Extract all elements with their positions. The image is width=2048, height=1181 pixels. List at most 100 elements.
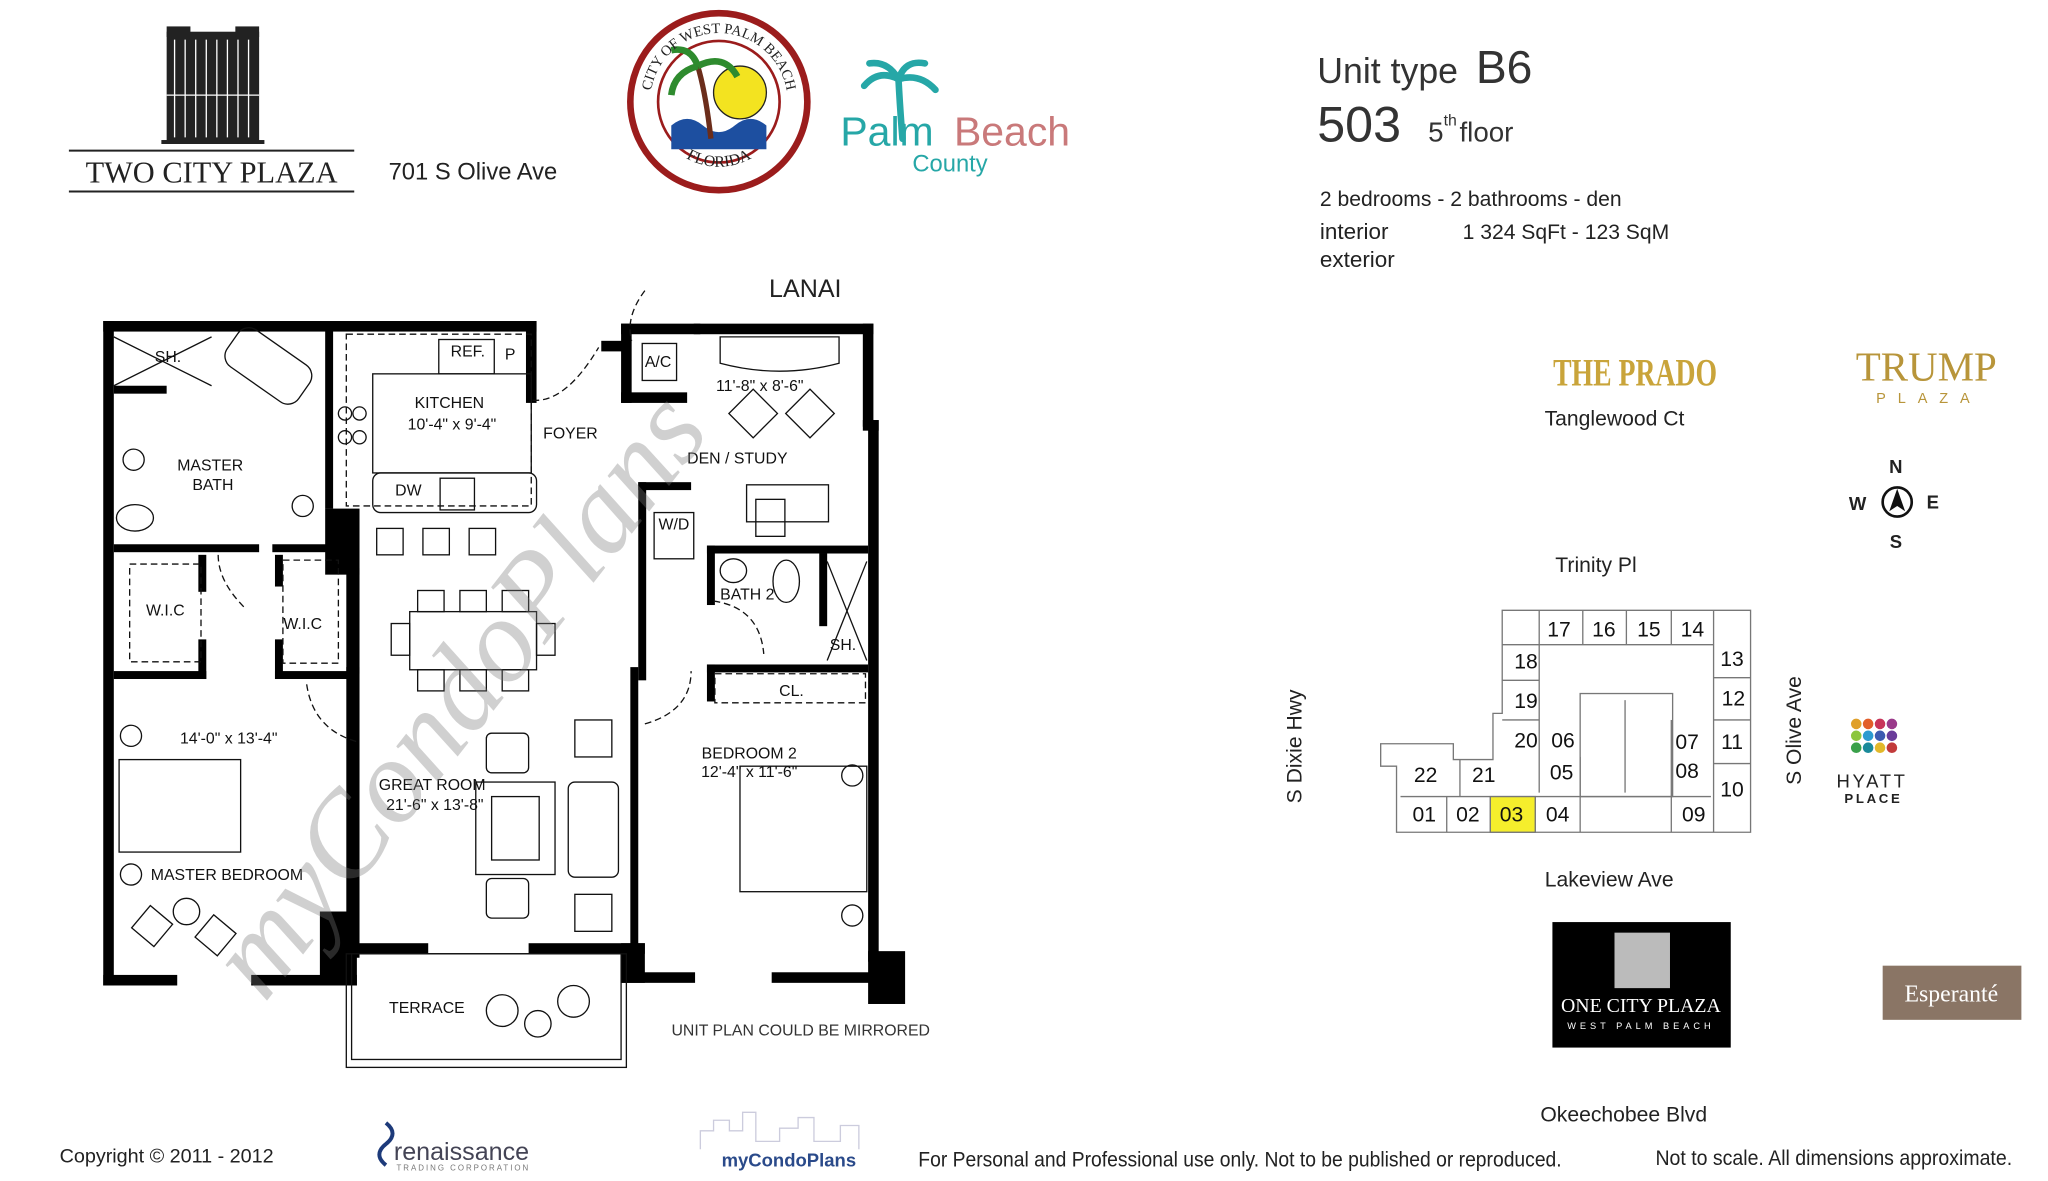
- master-bath-label-1: MASTER: [177, 457, 243, 474]
- kitchen-dimensions: 10'-4" x 9'-4": [408, 416, 497, 433]
- mycondoplans-text: myCondoPlans: [722, 1149, 857, 1170]
- interior-label: interior: [1320, 219, 1389, 244]
- dishwasher-label: DW: [395, 482, 421, 499]
- tanglewood-label: Tanglewood Ct: [1545, 407, 1685, 430]
- bath-2-shower-label: SH.: [830, 637, 856, 654]
- unit-number-highlighted: 03: [1500, 804, 1524, 827]
- unit-number: 17: [1547, 619, 1571, 642]
- terrace-label: TERRACE: [389, 1000, 465, 1017]
- hyatt-dots-icon: [1850, 718, 1898, 753]
- walk-in-closet-2-label: W.I.C: [283, 616, 322, 633]
- hyatt-sub: PLACE: [1844, 791, 1902, 806]
- unit-floor-plan: LANAI: [103, 275, 930, 1069]
- unit-number: 11: [1721, 731, 1743, 754]
- great-room-label: GREAT ROOM: [379, 777, 486, 794]
- renaissance-text: renaissance: [394, 1138, 529, 1166]
- hyatt-place-logo: HYATT PLACE: [1837, 718, 1908, 806]
- unit-number: 05: [1550, 761, 1574, 784]
- building-outline: [1380, 609, 1752, 833]
- one-city-plaza-logo: ONE CITY PLAZA WEST PALM BEACH: [1552, 922, 1731, 1048]
- building-address: 701 S Olive Ave: [389, 159, 558, 186]
- one-city-plaza-sub: WEST PALM BEACH: [1567, 1021, 1714, 1031]
- compass-icon: N S E W: [1849, 456, 1939, 552]
- mirrored-note: UNIT PLAN COULD BE MIRRORED: [671, 1023, 930, 1040]
- city-of-west-palm-beach-seal: CITY OF WEST PALM BEACH FLORIDA: [627, 9, 811, 194]
- unit-number: 22: [1414, 764, 1438, 787]
- county-logo-beach: Beach: [954, 108, 1070, 154]
- bedroom-2-dimensions: 12'-4" x 11'-6": [701, 764, 797, 781]
- tower-icon: [161, 26, 265, 144]
- compass-n: N: [1889, 456, 1902, 477]
- palm-beach-county-logo: Palm Beach County: [840, 59, 1070, 178]
- master-bedroom-label: MASTER BEDROOM: [151, 867, 303, 884]
- bath-2-label: BATH 2: [720, 587, 774, 604]
- street-west: S Dixie Hwy: [1283, 689, 1306, 803]
- highlighted-unit-03: [1489, 795, 1536, 833]
- esperante-logo: Esperanté: [1882, 965, 2022, 1020]
- disclaimer: For Personal and Professional use only. …: [918, 1148, 1561, 1171]
- unit-number: 21: [1472, 764, 1496, 787]
- floor-word: floor: [1459, 116, 1513, 147]
- trump-logo-sub: PLAZA: [1876, 391, 1981, 407]
- svg-text:Unit type B6: Unit type B6: [1317, 41, 1532, 93]
- compass-e: E: [1927, 492, 1939, 513]
- pantry-label: P: [505, 346, 516, 363]
- unit-type-value: B6: [1476, 41, 1533, 93]
- unit-number: 20: [1514, 730, 1538, 753]
- unit-number: 16: [1592, 619, 1616, 642]
- street-east: S Olive Ave: [1783, 676, 1806, 785]
- closet-label: CL.: [779, 683, 804, 700]
- foyer-label: FOYER: [543, 426, 598, 443]
- unit-number: 10: [1720, 779, 1744, 802]
- renaissance-logo: renaissance TRADING CORPORATION: [377, 1121, 531, 1172]
- unit-summary: 2 bedrooms - 2 bathrooms - den: [1320, 188, 1622, 211]
- street-north: Trinity Pl: [1555, 554, 1636, 577]
- den-dimensions: 11'-8" x 8'-6": [716, 378, 803, 395]
- palm-tree-icon: [860, 59, 939, 143]
- scale-note: Not to scale. All dimensions approximate…: [1655, 1147, 2012, 1170]
- unit-number: 14: [1681, 619, 1705, 642]
- building-name: TWO CITY PLAZA: [86, 155, 338, 189]
- unit-number: 503: [1317, 96, 1401, 152]
- unit-number: 01: [1413, 804, 1437, 827]
- county-logo-county: County: [912, 151, 987, 178]
- master-bath-label-2: BATH: [192, 477, 233, 494]
- bedroom-2-label: BEDROOM 2: [702, 745, 797, 762]
- unit-number: 09: [1682, 804, 1706, 827]
- unit-number: 18: [1514, 650, 1538, 673]
- unit-number: 19: [1514, 690, 1538, 713]
- room-labels: SH. REF. P KITCHEN 10'-4" x 9'-4" FOYER …: [146, 344, 856, 1018]
- street-okeechobee: Okeechobee Blvd: [1540, 1104, 1707, 1127]
- watermark: myCondoPlans: [181, 366, 732, 1020]
- floor-number: 5: [1428, 116, 1443, 147]
- unit-number: 04: [1546, 804, 1570, 827]
- compass-s: S: [1890, 531, 1902, 552]
- unit-number: 07: [1675, 731, 1699, 754]
- unit-number: 13: [1720, 648, 1744, 671]
- walk-in-closet-1-label: W.I.C: [146, 603, 185, 620]
- lanai-label: LANAI: [769, 275, 841, 303]
- trump-logo-text: TRUMP: [1856, 344, 1997, 389]
- washer-dryer-label: W/D: [659, 517, 690, 534]
- hyatt-text: HYATT: [1837, 770, 1908, 791]
- great-room-dimensions: 21'-6" x 13'-8": [386, 797, 483, 814]
- compass-w: W: [1849, 493, 1867, 514]
- den-study-label: DEN / STUDY: [687, 451, 788, 468]
- two-city-plaza-logo: TWO CITY PLAZA: [68, 26, 355, 193]
- mycondoplans-logo: myCondoPlans: [699, 1111, 860, 1170]
- exterior-label: exterior: [1320, 247, 1395, 272]
- unit-type-label: Unit type: [1317, 51, 1458, 91]
- copyright: Copyright © 2011 - 2012: [60, 1146, 274, 1168]
- county-logo-palm: Palm: [840, 108, 933, 154]
- fixtures: [113, 290, 868, 1069]
- site-map: THE PRADO Tanglewood Ct TRUMP PLAZA N S …: [1283, 344, 2022, 1127]
- unit-number: 06: [1551, 730, 1575, 753]
- renaissance-sub: TRADING CORPORATION: [397, 1163, 531, 1172]
- floor-suffix: th: [1444, 112, 1457, 129]
- prado-logo: THE PRADO: [1553, 352, 1717, 395]
- one-city-plaza-text: ONE CITY PLAZA: [1561, 995, 1722, 1017]
- unit-number: 08: [1675, 760, 1699, 783]
- unit-number: 02: [1456, 804, 1480, 827]
